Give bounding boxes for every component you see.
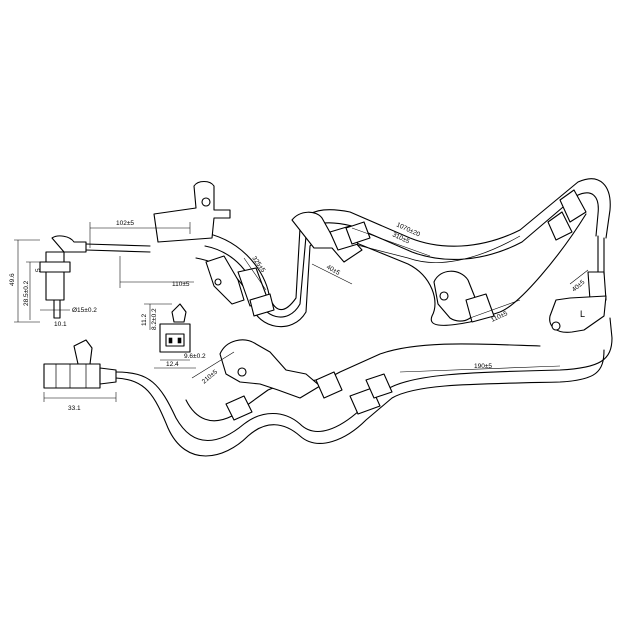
plug-body — [43, 363, 101, 389]
right-mount-bracket — [549, 295, 607, 333]
right-bracket: L — [549, 235, 607, 333]
dim-40-right: 40±5 — [571, 279, 587, 294]
dim-28-5-line — [26, 261, 44, 320]
dim-10-1: 10.1 — [54, 321, 67, 328]
lower-cable-inner — [115, 349, 605, 457]
dim-5: 5 — [35, 268, 42, 272]
dim-210-line — [191, 351, 235, 379]
upper-cable-outer — [199, 178, 611, 311]
dim-33-1: 33.1 — [68, 405, 81, 412]
top-mount-bracket — [153, 180, 231, 243]
dim-190: 190±5 — [474, 363, 492, 370]
connector-socket — [165, 333, 185, 347]
sensor-lead-2 — [85, 249, 151, 253]
clip-bracket-mid — [291, 211, 363, 263]
dim-28-5: 28.5±0.2 — [23, 280, 30, 306]
grommet-2 — [249, 293, 275, 317]
upper-cable-center — [329, 235, 521, 263]
dim-49-6: 49.6 — [9, 273, 16, 286]
connector-front-view — [159, 303, 191, 353]
grommet-7 — [547, 211, 573, 241]
dim-40-mid-line — [311, 263, 353, 285]
sensor-lead — [85, 243, 151, 247]
dim-40-right-line — [569, 269, 589, 285]
sensor-flange — [39, 261, 71, 273]
dim-8-2: 8.2±0.2 — [151, 308, 158, 330]
sensor-neck — [51, 235, 87, 253]
dim-49-6-line — [14, 239, 40, 323]
bracket-hole-right — [439, 291, 449, 301]
bracket-letter: L — [580, 309, 585, 319]
lower-grommet-4 — [365, 373, 393, 399]
dimension-lines — [14, 222, 589, 402]
plug-boot — [99, 367, 117, 385]
left-sensor-view — [39, 235, 151, 319]
right-bracket-hole — [551, 321, 561, 331]
dim-conn-height-line — [144, 303, 172, 330]
dim-110-left-line — [119, 256, 194, 288]
dim-d15: Ø15±0.2 — [72, 307, 97, 314]
dim-190-line — [399, 365, 561, 373]
dim-102-line — [89, 222, 191, 248]
dim-40-mid: 40±5 — [325, 264, 341, 277]
lower-grommet-1 — [225, 395, 253, 421]
sensor-tip — [53, 299, 61, 319]
mount-hole — [201, 197, 211, 207]
sensor-body — [45, 251, 65, 301]
lower-bracket-hole — [237, 367, 247, 377]
dim-110-left: 110±5 — [172, 281, 190, 288]
grommet-6 — [559, 189, 587, 223]
lower-clips — [219, 339, 393, 421]
grommet-4 — [345, 221, 371, 245]
dim-310-line — [351, 227, 431, 257]
connector-pin-1 — [168, 337, 173, 344]
connector-pin-2 — [177, 337, 182, 344]
lower-mount-bracket — [219, 339, 321, 399]
dim-9-6: 9.6±0.2 — [184, 353, 206, 360]
grommet-5 — [465, 293, 495, 323]
dim-110-right-line — [469, 299, 521, 319]
sensor-head-upper — [205, 255, 245, 305]
sensor-head-hole — [214, 278, 222, 286]
lower-grommet-2 — [315, 371, 343, 399]
plug-latch — [73, 339, 93, 365]
dim-33-1-line — [43, 392, 117, 402]
lower-cable-outer — [115, 317, 613, 442]
dim-325-line — [243, 257, 267, 291]
dim-11-2: 11.2 — [141, 313, 148, 326]
connector-latch — [171, 303, 187, 323]
dim-12-4: 12.4 — [166, 361, 179, 368]
plug-side-view — [43, 339, 117, 389]
upper-clips — [153, 180, 587, 323]
dim-102: 102±5 — [116, 220, 134, 227]
